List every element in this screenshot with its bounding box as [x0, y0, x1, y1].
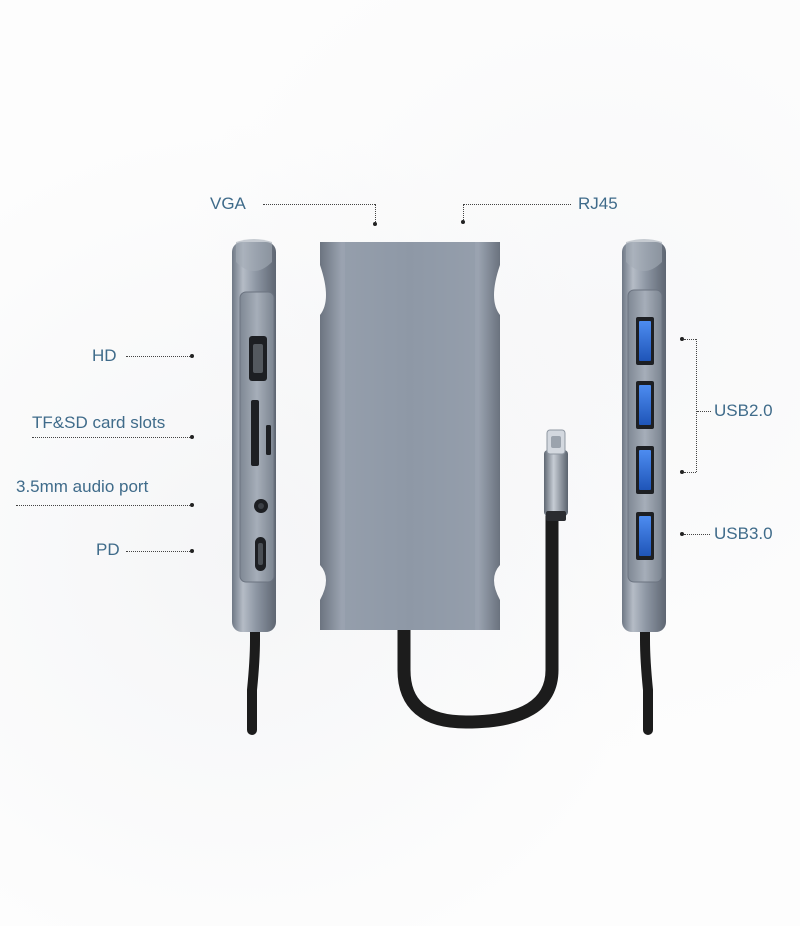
- vga-label: VGA: [210, 194, 246, 213]
- tf-sd-leader-dot: [190, 435, 194, 439]
- tf-sd-label: TF&SD card slots: [32, 413, 166, 432]
- audio-port-label: 3.5mm audio port: [16, 477, 149, 496]
- vga-leader: [263, 204, 375, 205]
- usb3-leader: [684, 534, 710, 535]
- hd-leader-dot: [190, 354, 194, 358]
- pd-leader-dot: [190, 549, 194, 553]
- usb3-leader-dot: [680, 532, 684, 536]
- usb2-bracket-top: [684, 339, 696, 340]
- vga-leader-drop: [375, 204, 376, 222]
- usb2-label-leader: [697, 411, 711, 412]
- usb3-label: USB3.0: [714, 524, 773, 543]
- usb2-bracket-bottom: [684, 472, 696, 473]
- rj45-leader-drop: [463, 204, 464, 220]
- audio-port-leader: [16, 505, 190, 506]
- pd-leader: [126, 551, 190, 552]
- rj45-label: RJ45: [578, 194, 618, 213]
- rj45-leader: [463, 204, 571, 205]
- usb-ports: [636, 317, 654, 560]
- vga-leader-dot: [373, 222, 377, 226]
- pd-label: PD: [96, 540, 120, 559]
- tf-sd-leader: [32, 437, 190, 438]
- hd-label: HD: [92, 346, 117, 365]
- center-hub-body: [320, 242, 568, 729]
- hd-leader: [126, 356, 190, 357]
- usb2-bracket-dot-top: [680, 337, 684, 341]
- usb2-bracket-side: [696, 339, 697, 472]
- usb2-bracket-dot-bottom: [680, 470, 684, 474]
- usb2-label: USB2.0: [714, 401, 773, 420]
- rj45-leader-dot: [461, 220, 465, 224]
- audio-port-leader-dot: [190, 503, 194, 507]
- left-side-view: [232, 239, 276, 735]
- right-side-view: [622, 239, 666, 735]
